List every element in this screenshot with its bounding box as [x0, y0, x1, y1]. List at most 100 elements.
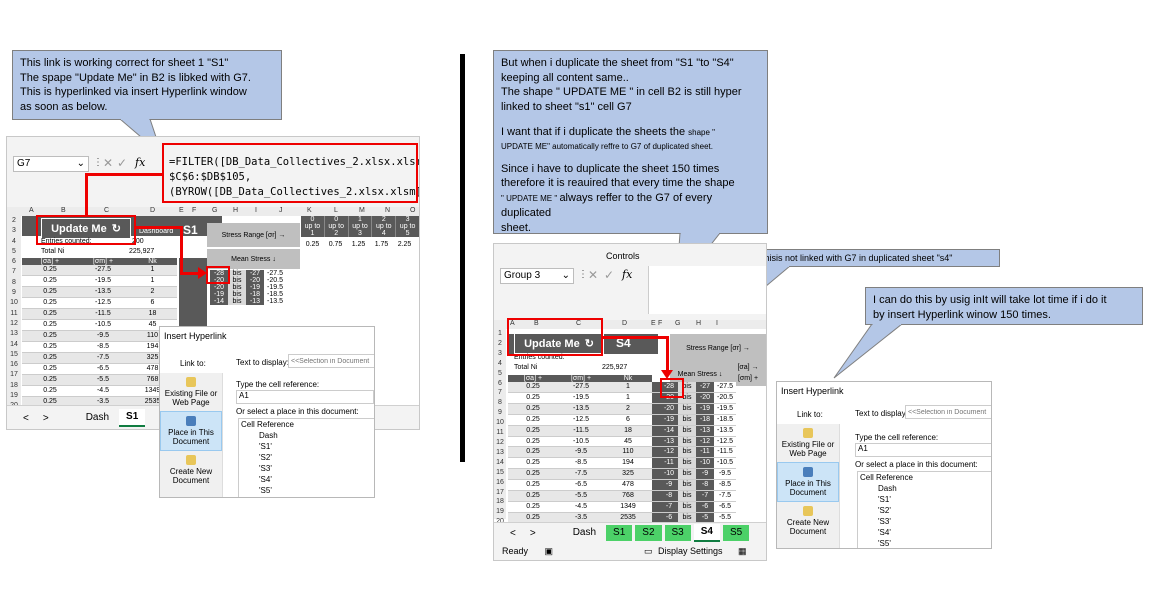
table-cell[interactable]: 325	[128, 353, 177, 364]
table-cell[interactable]: 45	[128, 320, 177, 331]
document-tree[interactable]: Cell Reference Dash 'S1' 'S2' 'S3' 'S4' …	[238, 418, 374, 497]
tree-node[interactable]: 'S5'	[878, 539, 891, 548]
table-cell[interactable]: 0.25	[22, 287, 78, 298]
tab-s1[interactable]: S1	[606, 525, 633, 541]
tree-node[interactable]: 'S2'	[878, 506, 891, 515]
table-cell[interactable]: -6.5	[714, 501, 736, 513]
column-header[interactable]: H	[696, 320, 702, 327]
table-cell[interactable]: -13	[660, 436, 678, 448]
table-cell[interactable]: 0.25	[508, 425, 558, 437]
table-cell[interactable]: 18	[128, 309, 177, 320]
tab-s3[interactable]: S3	[664, 525, 691, 541]
table-cell[interactable]: 478	[128, 364, 177, 375]
table-cell[interactable]: -12.5	[78, 298, 128, 309]
table-cell[interactable]: -4.5	[558, 501, 604, 513]
dashboard-link[interactable]: Dashboard	[139, 228, 174, 235]
table-cell[interactable]: -13.5	[78, 287, 128, 298]
table-cell[interactable]: 0.25	[508, 491, 558, 502]
column-header[interactable]: F	[192, 207, 197, 214]
table-cell[interactable]: -27.5	[78, 265, 128, 276]
table-cell[interactable]: 0.25	[22, 276, 78, 287]
table-cell[interactable]: bis	[678, 458, 696, 470]
table-cell[interactable]: 194	[128, 342, 177, 353]
tab-prev-icon[interactable]: <	[23, 412, 29, 424]
table-cell[interactable]: 110	[128, 331, 177, 342]
tree-node[interactable]: Dash	[878, 484, 897, 493]
table-cell[interactable]: -7.5	[78, 353, 128, 364]
table-cell[interactable]: bis	[678, 403, 696, 415]
table-cell[interactable]: -7.5	[558, 469, 604, 481]
table-cell[interactable]: -14	[660, 425, 678, 437]
table-cell[interactable]: 0.25	[22, 331, 78, 342]
text-to-display-input[interactable]	[288, 354, 374, 368]
create-new-document-option[interactable]: Create New Document	[160, 451, 222, 489]
table-cell[interactable]: 0.25	[508, 414, 558, 426]
table-cell[interactable]: -13.5	[714, 425, 736, 437]
table-cell[interactable]: 0.25	[508, 458, 558, 470]
table-cell[interactable]: -28	[660, 382, 678, 393]
column-header[interactable]: B	[534, 320, 539, 327]
column-header[interactable]: E	[179, 207, 184, 214]
tree-node[interactable]: Cell Reference	[860, 473, 913, 482]
column-header[interactable]: E	[651, 320, 656, 327]
table-cell[interactable]: -27.5	[714, 382, 736, 393]
tree-node[interactable]: Dash	[259, 431, 278, 440]
table-cell[interactable]: -10.5	[558, 436, 604, 448]
existing-file-option[interactable]: Existing File or Web Page	[160, 373, 222, 411]
table-cell[interactable]: -27	[696, 382, 714, 393]
table-cell[interactable]: -12.5	[714, 436, 736, 448]
column-header[interactable]: C	[104, 207, 110, 214]
table-cell[interactable]: -20.5	[714, 392, 736, 404]
column-header[interactable]: L	[334, 207, 338, 214]
table-cell[interactable]: 194	[604, 458, 652, 470]
table-cell[interactable]: -9	[696, 469, 714, 481]
confirm-icon[interactable]: ✓	[604, 268, 615, 282]
column-header[interactable]: C	[576, 320, 582, 327]
table-cell[interactable]: 0.25	[22, 342, 78, 353]
table-cell[interactable]: 0.25	[508, 469, 558, 481]
table-cell[interactable]: -13.5	[558, 403, 604, 415]
column-header[interactable]: J	[279, 207, 283, 214]
table-cell[interactable]: 2	[604, 403, 652, 415]
cancel-icon[interactable]: ✕	[103, 156, 114, 170]
text-to-display-input[interactable]	[905, 405, 991, 419]
column-header[interactable]: A	[29, 207, 34, 214]
formula-input[interactable]	[648, 266, 766, 314]
column-header[interactable]: M	[359, 207, 365, 214]
table-cell[interactable]: -6.5	[558, 480, 604, 492]
cell-reference-input[interactable]: A1	[236, 390, 374, 404]
tree-node[interactable]: 'S4'	[259, 475, 272, 484]
table-cell[interactable]: -7	[660, 501, 678, 513]
table-cell[interactable]: -20	[696, 392, 714, 404]
table-cell[interactable]: -4.5	[78, 386, 128, 397]
table-cell[interactable]: 1	[128, 276, 177, 287]
table-cell[interactable]: 0.25	[22, 364, 78, 375]
table-cell[interactable]: bis	[678, 392, 696, 404]
tree-node[interactable]: 'S2'	[259, 453, 272, 462]
table-cell[interactable]: -8	[660, 491, 678, 502]
table-cell[interactable]: -12	[696, 436, 714, 448]
table-cell[interactable]: -11.5	[78, 309, 128, 320]
table-cell[interactable]: 1349	[128, 386, 177, 397]
table-cell[interactable]: 0.25	[508, 480, 558, 492]
column-header[interactable]: A	[510, 320, 515, 327]
table-cell[interactable]: bis	[678, 469, 696, 481]
table-cell[interactable]: bis	[678, 382, 696, 393]
column-header[interactable]: D	[622, 320, 628, 327]
column-header[interactable]: I	[255, 207, 257, 214]
table-cell[interactable]: 6	[128, 298, 177, 309]
table-cell[interactable]: 0.25	[508, 382, 558, 393]
place-in-document-option[interactable]: Place in This Document	[160, 411, 222, 451]
table-cell[interactable]: bis	[678, 501, 696, 513]
column-header[interactable]: G	[675, 320, 681, 327]
table-cell[interactable]: 0.25	[508, 392, 558, 404]
table-cell[interactable]: -18.5	[714, 414, 736, 426]
grid-view-icon[interactable]: ▦	[738, 546, 747, 556]
column-header[interactable]: F	[658, 320, 663, 327]
table-cell[interactable]: 768	[604, 491, 652, 502]
column-header[interactable]: N	[385, 207, 391, 214]
table-cell[interactable]: -11	[660, 458, 678, 470]
confirm-icon[interactable]: ✓	[117, 156, 128, 170]
table-cell[interactable]: -19.5	[558, 392, 604, 404]
table-cell[interactable]: -9.5	[558, 447, 604, 459]
